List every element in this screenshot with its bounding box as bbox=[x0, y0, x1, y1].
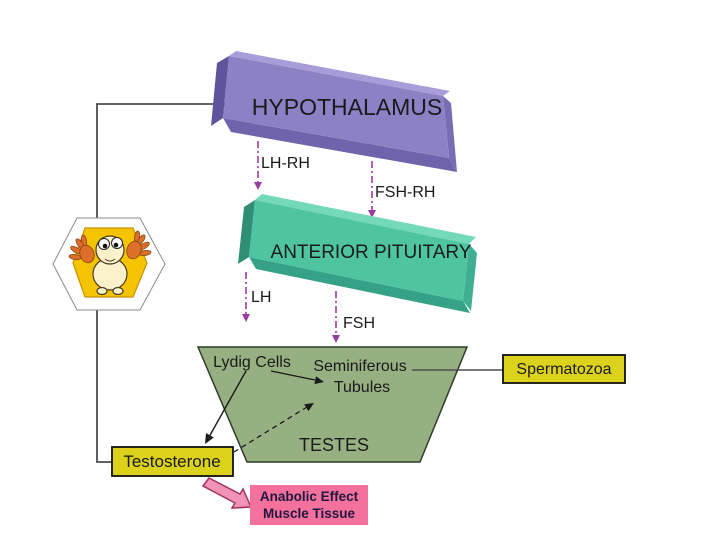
testes-shape: Lydig Cells Seminiferous Tubules TESTES bbox=[196, 346, 469, 463]
anabolic-effect-rect bbox=[250, 485, 368, 525]
lh-arrowhead-icon bbox=[242, 314, 250, 322]
mascot-left-hand bbox=[68, 234, 95, 264]
pituitary-top-face bbox=[255, 194, 476, 244]
testosterone-label: Testosterone bbox=[123, 452, 220, 471]
seminiferous-label-line1: Seminiferous bbox=[313, 358, 406, 375]
hypothalamus-left-face bbox=[211, 56, 229, 126]
anabolic-block-arrow-icon bbox=[201, 477, 253, 509]
anabolic-effect-label-line2: Muscle Tissue bbox=[263, 506, 356, 521]
pituitary-front-face bbox=[249, 200, 469, 301]
lydig-to-tubules-arrowhead-icon bbox=[314, 376, 324, 385]
lydig-to-testosterone-arrowhead-icon bbox=[205, 433, 214, 444]
mascot-mouth bbox=[104, 258, 116, 262]
pituitary-bottom-face bbox=[249, 257, 470, 313]
spermatozoa-rect bbox=[502, 354, 626, 384]
anabolic-effect-box: Anabolic Effect Muscle Tissue bbox=[250, 485, 368, 525]
anabolic-effect-label-line1: Anabolic Effect bbox=[260, 489, 359, 504]
hypothalamus-top-face bbox=[229, 51, 450, 96]
seminiferous-label-line2: Tubules bbox=[334, 379, 390, 396]
lydig-cells-label: Lydig Cells bbox=[213, 354, 291, 371]
testosterone-box: Testosterone bbox=[111, 446, 234, 477]
testosterone-rect bbox=[111, 446, 234, 477]
mascot-right-hand bbox=[126, 230, 152, 260]
hypothalamus-label: HYPOTHALAMUS bbox=[252, 94, 442, 120]
spermatozoa-box: Spermatozoa bbox=[502, 354, 626, 384]
fsh-arrowhead-icon bbox=[332, 335, 340, 343]
hypothalamus-box: HYPOTHALAMUS bbox=[211, 51, 457, 172]
mascot-icon bbox=[52, 217, 166, 311]
testosterone-to-tubules-arrowhead-icon bbox=[304, 403, 314, 412]
lhrh-arrowhead-icon bbox=[254, 182, 262, 190]
spermatozoa-label: Spermatozoa bbox=[516, 361, 611, 378]
pituitary-left-face bbox=[238, 200, 255, 264]
lydig-to-tubules-arrow bbox=[270, 370, 316, 381]
lydig-to-testosterone-arrow bbox=[208, 370, 247, 438]
anterior-pituitary-label: ANTERIOR PITUITARY bbox=[271, 242, 472, 263]
hypothalamus-right-face bbox=[443, 96, 457, 172]
fshrh-label: FSH-RH bbox=[375, 184, 435, 201]
hypothalamus-bottom-face bbox=[223, 118, 457, 172]
pituitary-right-face bbox=[463, 244, 477, 311]
lh-label: LH bbox=[251, 289, 271, 306]
anterior-pituitary-box: ANTERIOR PITUITARY bbox=[238, 194, 477, 313]
testes-label: TESTES bbox=[299, 435, 369, 455]
fshrh-arrowhead-icon bbox=[368, 210, 376, 218]
hypothalamus-front-face bbox=[223, 56, 449, 158]
mascot-eyes bbox=[98, 237, 123, 250]
lhrh-label: LH-RH bbox=[261, 155, 310, 172]
fsh-label: FSH bbox=[343, 315, 375, 332]
